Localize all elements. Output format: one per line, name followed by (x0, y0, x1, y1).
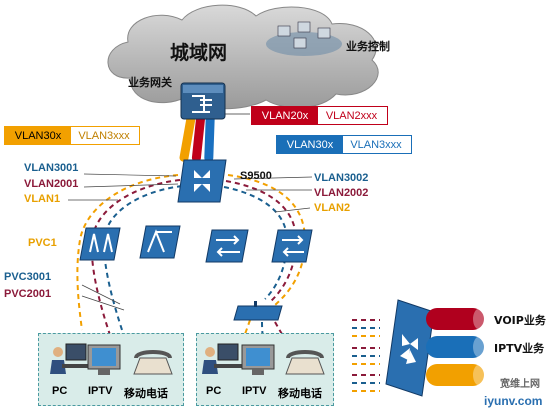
tag-blue-b: VLAN3xxx (343, 136, 409, 153)
label-vlan2: VLAN2 (314, 202, 351, 214)
computer-icon (317, 27, 331, 39)
l2-switch-icon (205, 229, 249, 263)
phone-icon (133, 350, 173, 375)
watermark-line1: 宽维上网 (500, 379, 540, 390)
label-vlan3002: VLAN3002 (314, 172, 369, 184)
phone-icon (285, 350, 325, 375)
tag-blue-a: VLAN30x (277, 136, 343, 153)
label-leaders (68, 173, 313, 311)
computer-icon (277, 25, 291, 37)
left-phone-label: 移动电话 (124, 387, 168, 400)
pc-user-icon (50, 343, 90, 374)
legend-cylinder-icon (426, 336, 487, 358)
tag-blue: VLAN30x VLAN3xxx (276, 135, 412, 154)
label-vlan3001: VLAN3001 (24, 162, 79, 174)
label-vlan1: VLAN1 (24, 193, 61, 205)
gateway-router-icon (180, 82, 226, 120)
legend-lines (352, 319, 380, 392)
service-control-label: 业务控制 (346, 40, 390, 53)
iptv-icon (87, 344, 121, 375)
tag-red-b: VLAN2xxx (318, 107, 385, 124)
label-pvc2001: PVC2001 (4, 288, 52, 300)
switch-name: S9500 (240, 170, 272, 182)
legend-label: IPTV业务 (494, 342, 545, 355)
legend-label: VOIP业务 (494, 314, 546, 327)
tag-red: VLAN20x VLAN2xxx (251, 106, 388, 125)
modem-icon (233, 301, 283, 321)
dslam-left-icon (79, 227, 121, 261)
pc-user-icon (202, 343, 242, 374)
watermark-line2: iyunv.com (484, 394, 543, 408)
legend-switch-icon (385, 299, 435, 397)
tag-orange-a: VLAN30x (5, 127, 71, 144)
dslam-right-icon (271, 229, 313, 263)
service-gateway-label: 业务网关 (128, 76, 172, 89)
label-vlan2002: VLAN2002 (314, 187, 369, 199)
computer-icon (297, 21, 311, 33)
label-vlan2001: VLAN2001 (24, 178, 79, 190)
legend-cylinder-icon (426, 364, 487, 386)
access-switch-icon (139, 225, 181, 259)
legend-cylinder-icon (426, 308, 487, 330)
metro-cloud (107, 4, 379, 110)
metro-network-label: 城域网 (170, 42, 228, 64)
right-iptv-label: IPTV (242, 385, 267, 397)
service-control-cluster (266, 21, 342, 56)
tag-orange: VLAN30x VLAN3xxx (4, 126, 140, 145)
trunk-pipes (179, 113, 250, 163)
tag-orange-b: VLAN3xxx (71, 127, 137, 144)
label-pvc3001: PVC3001 (4, 271, 52, 283)
right-pc-label: PC (206, 385, 222, 397)
label-pvc1: PVC1 (28, 237, 57, 249)
computer-icon (293, 37, 307, 49)
left-pc-label: PC (52, 385, 68, 397)
right-phone-label: 移动电话 (278, 387, 322, 400)
left-iptv-label: IPTV (88, 385, 113, 397)
tag-red-a: VLAN20x (252, 107, 318, 124)
iptv-icon (241, 344, 275, 375)
core-switch-icon (177, 159, 227, 203)
